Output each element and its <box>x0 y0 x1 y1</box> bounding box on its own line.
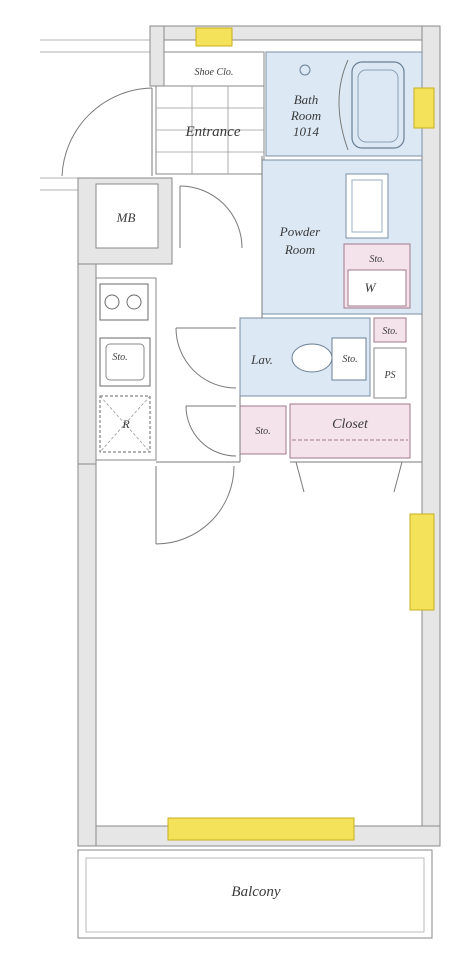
bath-window <box>413 87 435 129</box>
storage-near-closet: Sto. <box>239 405 287 455</box>
washer-storage: Sto. W <box>343 243 411 309</box>
storage-label-closet: Sto. <box>255 426 270 437</box>
bath-room: Bath Room 1014 <box>265 51 423 157</box>
washer-label: W <box>365 280 377 295</box>
lavatory-label: Lav. <box>250 352 273 367</box>
balcony-window <box>167 817 355 841</box>
hall-door <box>179 185 243 249</box>
refrigerator-label: R <box>121 417 130 431</box>
ps-label: PS <box>383 370 395 381</box>
bath-room-label-2: Room <box>290 108 321 123</box>
balcony: Balcony <box>77 849 433 939</box>
small-storage: Sto. <box>373 317 407 343</box>
shoe-closet: Shoe Clo. <box>163 51 265 87</box>
closet: Closet <box>289 403 411 493</box>
bath-room-label-1: Bath <box>294 92 319 107</box>
top-window <box>195 27 233 47</box>
storage-label-washer: Sto. <box>369 254 384 265</box>
pipe-space: PS <box>373 347 407 399</box>
corridor-lines <box>40 39 150 191</box>
balcony-label: Balcony <box>231 884 280 900</box>
closet-label: Closet <box>332 417 369 432</box>
entrance-label: Entrance <box>185 124 241 140</box>
living-side-window <box>409 513 435 611</box>
shoe-closet-label: Shoe Clo. <box>195 67 234 78</box>
powder-room-label-2: Room <box>284 242 315 257</box>
bath-room-label-3: 1014 <box>293 124 320 139</box>
lav-door <box>175 327 237 389</box>
storage-label-lavatory: Sto. <box>342 354 357 365</box>
lavatory: Lav. Sto. <box>239 317 371 397</box>
mb-label: MB <box>116 210 136 225</box>
powder-room-label-1: Powder <box>279 224 321 239</box>
storage-label-kitchen: Sto. <box>112 352 127 363</box>
entrance-door <box>61 87 153 177</box>
kitchen: Sto. R <box>95 277 157 461</box>
storage-label-small: Sto. <box>382 326 397 337</box>
living-door <box>155 465 235 545</box>
storage-door <box>185 405 237 457</box>
partitions <box>156 156 422 463</box>
entrance: Entrance <box>155 85 265 175</box>
